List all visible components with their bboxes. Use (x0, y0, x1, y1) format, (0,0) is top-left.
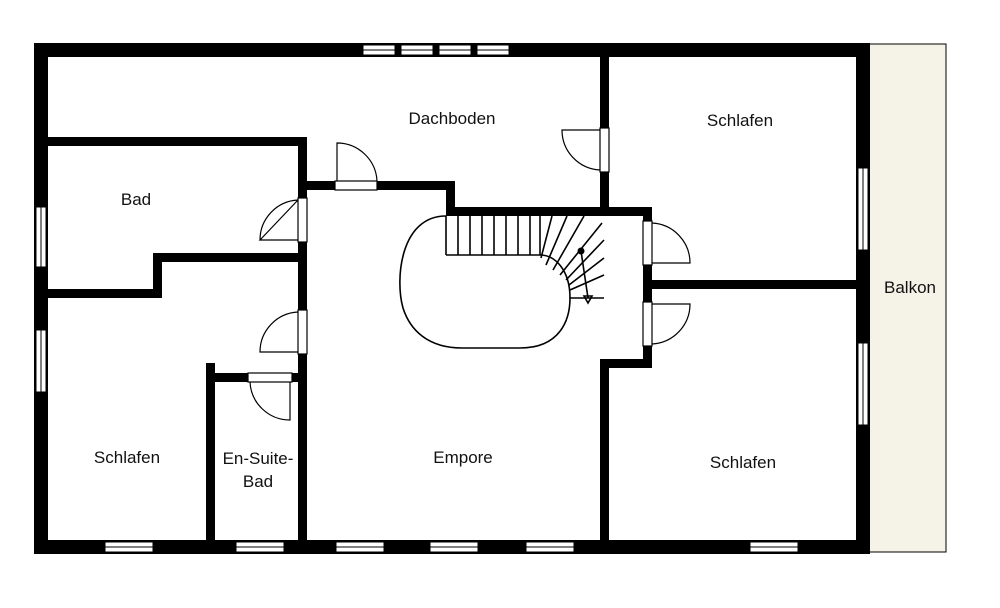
door-right-upper (642, 220, 691, 266)
window-bottom-3 (335, 541, 385, 553)
balcony-area (867, 43, 947, 553)
window-left-schlafen (35, 329, 47, 393)
label-dachboden: Dachboden (409, 109, 496, 128)
door-ensuite (247, 372, 293, 421)
windows (35, 44, 869, 553)
label-schlafen-top-right: Schlafen (707, 111, 773, 130)
window-bottom-1 (104, 541, 154, 553)
door-bad (258, 197, 308, 243)
label-ensuite-line2: Bad (243, 472, 273, 491)
window-bottom-6 (749, 541, 799, 553)
window-right-2 (857, 342, 869, 426)
label-balkon: Balkon (884, 278, 936, 297)
label-schlafen-bottom-right: Schlafen (710, 453, 776, 472)
window-top-1 (362, 44, 396, 56)
window-top-3 (438, 44, 472, 56)
room-labels: Dachboden Schlafen Bad Balkon Schlafen E… (94, 109, 936, 491)
label-empore: Empore (433, 448, 493, 467)
label-ensuite-line1: En-Suite- (223, 449, 294, 468)
staircase (399, 215, 605, 349)
label-bad: Bad (121, 190, 151, 209)
window-right-1 (857, 167, 869, 251)
door-dachboden (334, 142, 378, 191)
window-left-bad (35, 206, 47, 268)
window-bottom-4 (429, 541, 479, 553)
doors (247, 127, 691, 421)
window-bottom-2 (235, 541, 285, 553)
window-top-4 (476, 44, 510, 56)
door-schlafen-left (259, 309, 308, 355)
window-bottom-5 (525, 541, 575, 553)
door-schlafen-top-right (561, 127, 610, 173)
window-top-2 (400, 44, 434, 56)
door-right-lower (642, 301, 691, 347)
label-schlafen-left: Schlafen (94, 448, 160, 467)
